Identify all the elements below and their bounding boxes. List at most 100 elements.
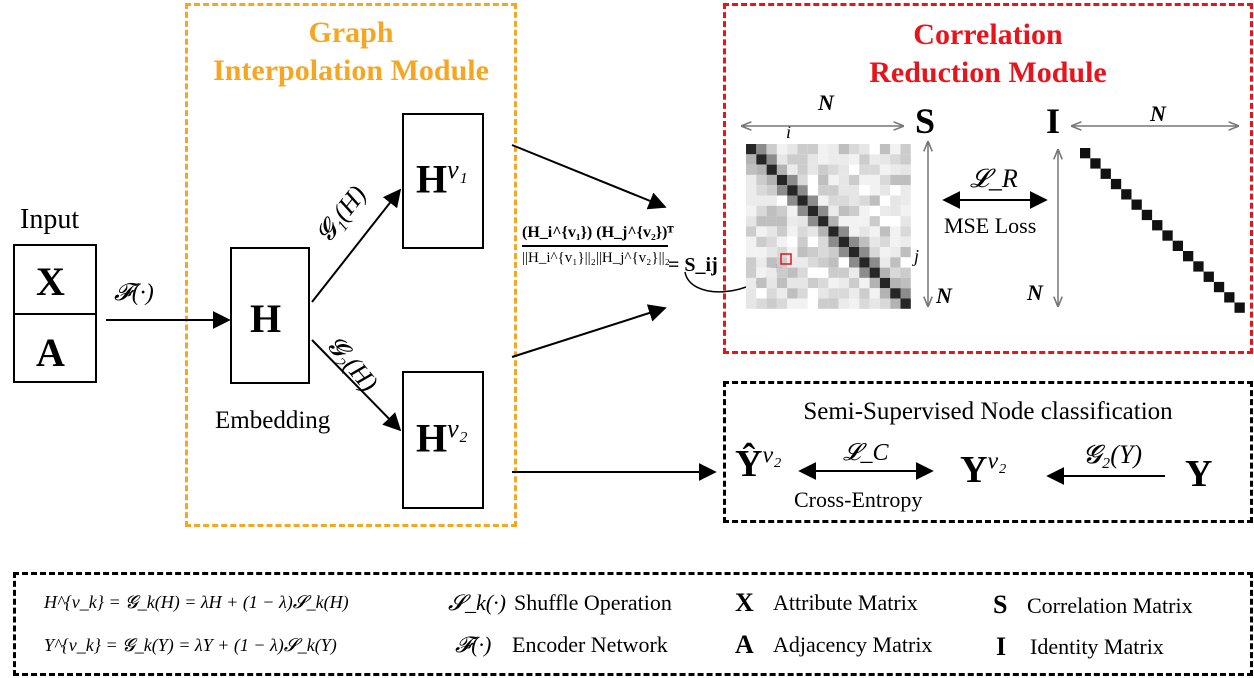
s-matrix-cell xyxy=(807,247,819,258)
s-matrix-cell xyxy=(818,144,829,155)
legend-shuffle-symbol: 𝓢_k(·) xyxy=(448,590,506,615)
s-matrix-cell xyxy=(849,185,860,196)
y-label: Y xyxy=(1185,453,1213,495)
s-matrix-cell xyxy=(766,247,777,258)
s-matrix-cell xyxy=(746,236,757,247)
s-matrix-cell xyxy=(807,298,819,309)
s-matrix-cell xyxy=(787,195,798,206)
identity-diagonal-cell xyxy=(1110,178,1122,190)
s-matrix-cell xyxy=(838,288,849,299)
s-matrix-cell xyxy=(859,247,870,258)
s-matrix-cell xyxy=(787,154,798,165)
s-matrix-cell xyxy=(797,257,808,268)
s-matrix-cell xyxy=(900,288,911,299)
s-matrix-cell xyxy=(828,164,839,175)
identity-matrix xyxy=(1080,148,1245,313)
hv1-box xyxy=(402,113,484,249)
s-matrix-cell xyxy=(900,144,911,155)
s-matrix-cell xyxy=(746,288,757,299)
s-matrix-cell xyxy=(807,185,819,196)
s-matrix-cell xyxy=(828,144,839,155)
s-matrix-cell xyxy=(766,205,777,217)
s-matrix-cell xyxy=(849,298,860,309)
s-matrix-cell xyxy=(797,236,808,247)
s-matrix-cell xyxy=(746,185,757,196)
cross-entropy-label: Cross-Entropy xyxy=(794,487,923,512)
s-matrix-cell xyxy=(900,257,911,268)
s-matrix-cell xyxy=(818,247,829,258)
s-matrix-cell xyxy=(838,154,849,165)
s-matrix-cell xyxy=(776,226,788,237)
s-matrix-cell xyxy=(849,174,860,186)
s-matrix-cell xyxy=(818,267,829,278)
legend-s-text: Correlation Matrix xyxy=(1027,593,1193,618)
s-matrix-cell xyxy=(797,216,808,227)
s-matrix-cell xyxy=(900,164,911,175)
hv2-symbol: Hv₂ xyxy=(416,414,468,461)
s-matrix-cell xyxy=(879,164,891,175)
legend-x-text: Attribute Matrix xyxy=(773,590,918,615)
s-matrix-cell xyxy=(756,144,767,155)
s-matrix-cell xyxy=(879,195,891,206)
s-matrix-cell xyxy=(746,267,757,278)
s-matrix-cell xyxy=(828,236,839,247)
s-matrix-cell xyxy=(900,205,911,217)
s-matrix-cell xyxy=(828,216,839,227)
s-matrix-cell xyxy=(890,154,901,165)
s-matrix-cell xyxy=(776,267,788,278)
s-matrix-cell xyxy=(828,154,839,165)
hv2-base: H xyxy=(416,415,448,461)
s-matrix-cell xyxy=(849,164,860,175)
s-matrix-cell xyxy=(900,195,911,206)
n-left-i: N xyxy=(1027,280,1043,305)
s-matrix-cell xyxy=(787,174,798,186)
loss-c-symbol: 𝓛_C xyxy=(843,440,889,466)
hv1-base: H xyxy=(416,156,448,202)
s-matrix-cell xyxy=(869,257,880,268)
s-matrix-cell xyxy=(818,154,829,165)
i-index: i xyxy=(786,122,792,142)
s-matrix-cell xyxy=(828,277,839,289)
s-matrix-cell xyxy=(900,226,911,237)
s-matrix-cell xyxy=(766,185,777,196)
identity-matrix-label: I xyxy=(1046,101,1061,141)
s-matrix-cell xyxy=(879,144,891,155)
legend-eq-h: H^{v_k} = 𝓖_k(H) = λH + (1 − λ)𝓢_k(H) xyxy=(44,592,349,612)
x-symbol: X xyxy=(36,259,65,304)
s-matrix-cell xyxy=(849,144,860,155)
s-matrix-cell xyxy=(818,236,829,247)
s-matrix-cell xyxy=(890,247,901,258)
s-matrix-cell xyxy=(859,164,870,175)
s-matrix-cell xyxy=(879,216,891,227)
s-matrix-cell xyxy=(818,277,829,289)
s-matrix-cell xyxy=(776,154,788,165)
s-matrix-cell xyxy=(869,267,880,278)
s-matrix-cell xyxy=(879,174,891,186)
s-matrix-cell xyxy=(869,298,880,309)
s-matrix-cell xyxy=(818,205,829,217)
s-matrix-cell xyxy=(766,298,777,309)
s-matrix-cell xyxy=(776,195,788,206)
a-symbol: A xyxy=(36,330,65,375)
s-matrix-cell xyxy=(818,185,829,196)
hv1-sup: v₁ xyxy=(447,155,468,184)
s-matrix-label: S xyxy=(915,101,936,141)
s-matrix-cell xyxy=(838,164,849,175)
s-matrix-cell xyxy=(890,226,901,237)
s-correlation-matrix xyxy=(746,144,911,309)
s-matrix-cell xyxy=(787,164,798,175)
s-matrix-cell xyxy=(818,164,829,175)
s-matrix-cell xyxy=(890,144,901,155)
s-matrix-cell xyxy=(756,195,767,206)
s-matrix-cell xyxy=(879,298,891,309)
s-matrix-cell xyxy=(776,236,788,247)
s-matrix-cell xyxy=(756,216,767,227)
s-matrix-cell xyxy=(807,164,819,175)
y-hat-base: Ŷ xyxy=(735,443,763,485)
s-matrix-cell xyxy=(838,216,849,227)
s-matrix-cell xyxy=(766,288,777,299)
identity-diagonal-cell xyxy=(1172,240,1183,251)
s-matrix-cell xyxy=(849,195,860,206)
s-matrix-cell xyxy=(859,267,870,278)
